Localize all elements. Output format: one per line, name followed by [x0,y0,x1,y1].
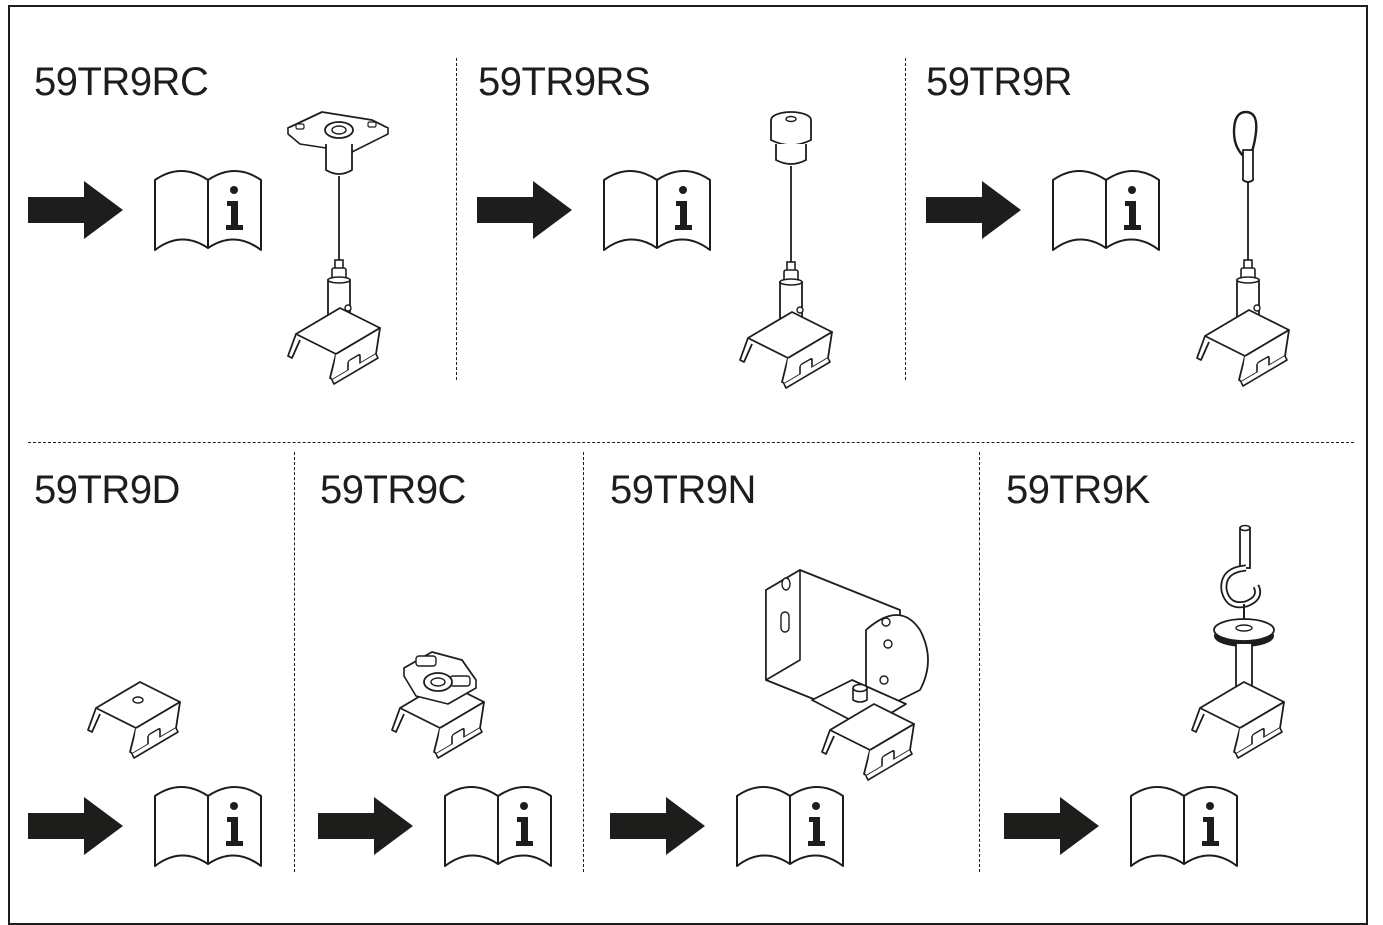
manual-info-icon [1130,786,1238,867]
arrow-icon [477,181,572,239]
product-code-59tr9d: 59TR9D [34,468,180,512]
manual-info-icon [736,786,844,867]
arrow-icon [1004,797,1099,855]
part-59tr9k-illustration [1191,524,1285,759]
part-59tr9rs-illustration [739,111,833,389]
divider-top-2 [905,58,906,380]
manual-info-icon [444,786,552,867]
part-59tr9n-illustration [765,569,929,781]
divider-bottom-2 [583,452,584,872]
divider-middle [28,442,1354,443]
arrow-icon [28,797,123,855]
part-59tr9rc-illustration [287,111,389,385]
divider-bottom-1 [294,452,295,872]
manual-info-icon [154,786,262,867]
part-59tr9d-illustration [87,681,181,759]
manual-info-icon [603,170,711,251]
manual-info-icon [154,170,262,251]
arrow-icon [318,797,413,855]
manual-info-icon [1052,170,1160,251]
part-59tr9c-illustration [391,651,485,759]
product-code-59tr9rc: 59TR9RC [34,60,209,104]
product-code-59tr9c: 59TR9C [320,468,466,512]
divider-bottom-3 [979,452,980,872]
part-59tr9r-illustration [1196,110,1290,387]
arrow-icon [926,181,1021,239]
product-code-59tr9k: 59TR9K [1006,468,1150,512]
arrow-icon [610,797,705,855]
product-code-59tr9n: 59TR9N [610,468,756,512]
arrow-icon [28,181,123,239]
divider-top-1 [456,58,457,380]
product-code-59tr9r: 59TR9R [926,60,1072,104]
product-code-59tr9rs: 59TR9RS [478,60,651,104]
